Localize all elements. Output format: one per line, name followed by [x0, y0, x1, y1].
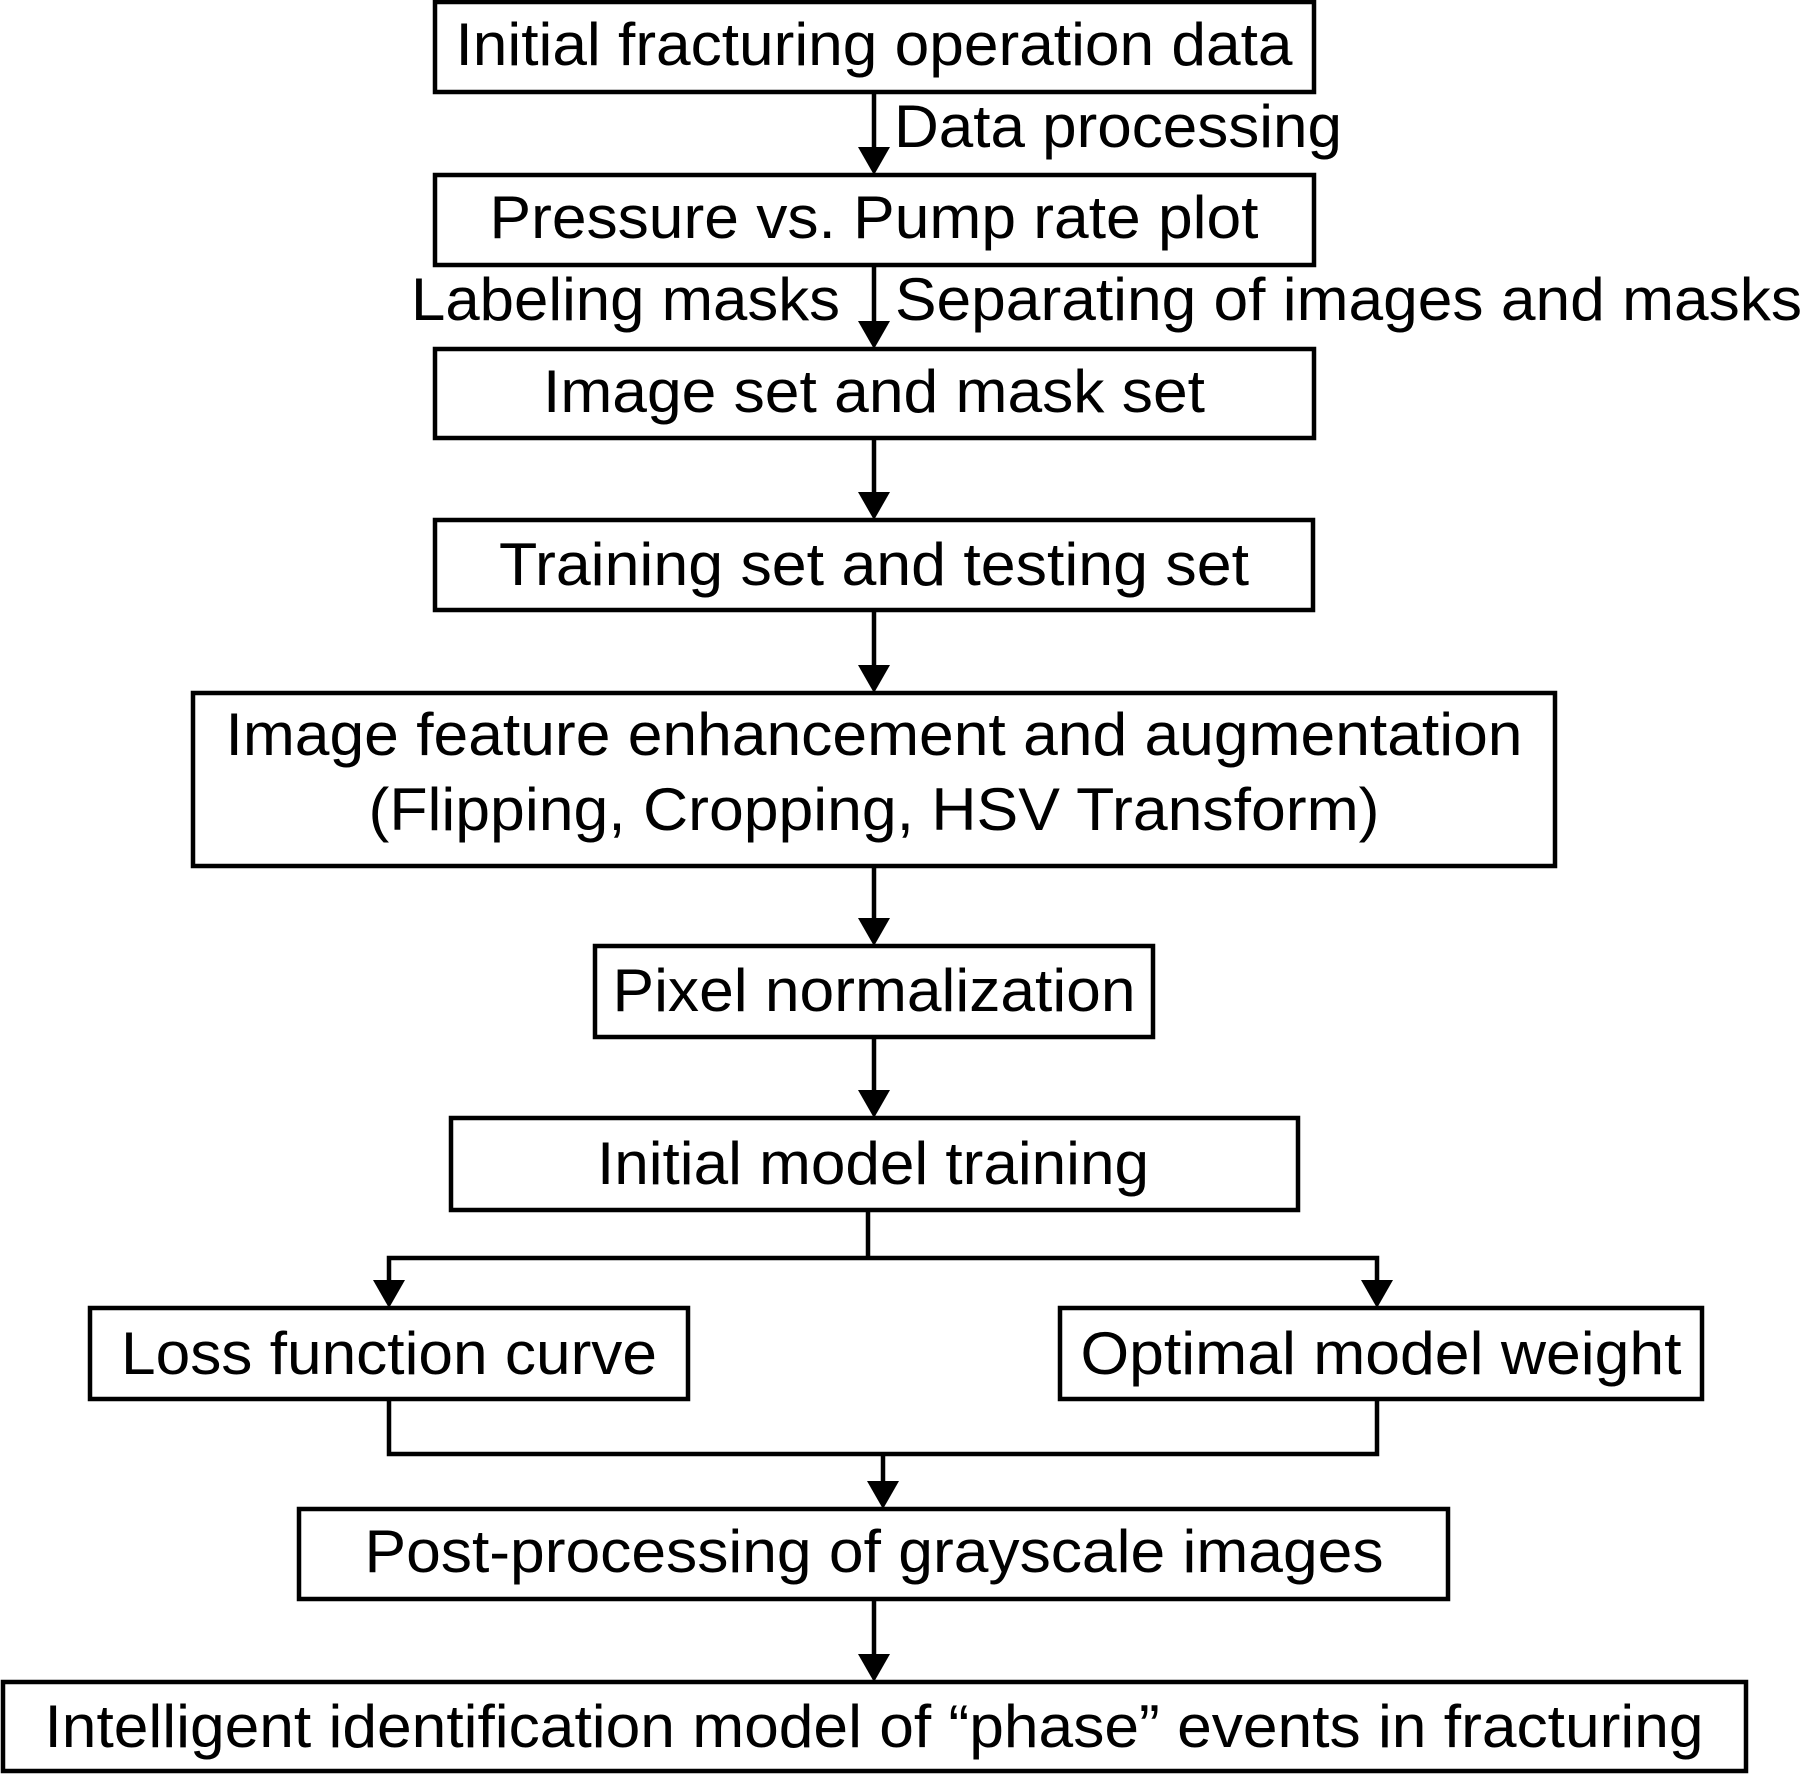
node-label: Loss function curve [121, 1320, 657, 1387]
arrow-normalization-to-training [858, 1037, 890, 1118]
arrowhead-icon [858, 321, 890, 349]
node-label-line1: Image feature enhancement and augmentati… [226, 701, 1523, 768]
arrow-imageset-to-trainset [858, 438, 890, 520]
arrowhead-icon [1361, 1280, 1393, 1308]
edge-label-labeling-masks: Labeling masks [411, 266, 840, 333]
node-label: Initial model training [597, 1130, 1149, 1197]
arrowhead-icon [858, 147, 890, 175]
node-box [592, 943, 1156, 1040]
arrowhead-icon [858, 665, 890, 693]
node-final-model: Intelligent identification model of “pha… [0, 1679, 1749, 1774]
arrowhead-icon [858, 1654, 890, 1682]
node-label: Pressure vs. Pump rate plot [490, 184, 1259, 251]
arrow-postprocessing-to-final [858, 1599, 890, 1682]
node-enhancement: Image feature enhancement and augmentati… [190, 690, 1558, 869]
edge-label-separating: Separating of images and masks [895, 266, 1802, 333]
node-label: Image set and mask set [543, 358, 1205, 425]
node-initial-training: Initial model training [448, 1115, 1301, 1213]
arrow-initial-to-pressure [858, 92, 890, 175]
node-label: Initial fracturing operation data [456, 11, 1294, 78]
node-label: Intelligent identification model of “pha… [45, 1693, 1704, 1760]
node-label-line2: (Flipping, Cropping, HSV Transform) [369, 776, 1380, 843]
node-pixel-normalization: Pixel normalization [592, 943, 1156, 1040]
node-box [432, 0, 1317, 95]
arrowhead-icon [373, 1280, 405, 1308]
node-box [87, 1305, 691, 1402]
arrowhead-icon [858, 918, 890, 946]
node-box [432, 172, 1317, 268]
node-box [448, 1115, 1301, 1213]
merge-outputs-to-postprocessing [386, 1399, 1380, 1509]
arrowhead-icon [867, 1481, 899, 1509]
node-initial-data: Initial fracturing operation data [432, 0, 1317, 95]
arrow-pressure-to-imageset [858, 265, 890, 349]
merge-bar [386, 1399, 1380, 1457]
node-pressure-plot: Pressure vs. Pump rate plot [432, 172, 1317, 268]
arrowhead-icon [858, 1090, 890, 1118]
node-optimal-weight: Optimal model weight [1057, 1305, 1705, 1402]
node-label: Training set and testing set [499, 531, 1249, 598]
node-label: Pixel normalization [613, 957, 1136, 1024]
arrow-enhancement-to-normalization [858, 866, 890, 946]
node-train-test-set: Training set and testing set [432, 517, 1316, 613]
edge-label-data-processing: Data processing [894, 93, 1342, 160]
node-box [0, 1679, 1749, 1774]
split-bar [386, 1255, 1380, 1283]
node-box [432, 517, 1316, 613]
arrowhead-icon [858, 492, 890, 520]
node-label: Post-processing of grayscale images [365, 1518, 1384, 1585]
node-box [1057, 1305, 1705, 1402]
node-box [296, 1506, 1451, 1602]
node-image-mask-set: Image set and mask set [432, 346, 1317, 441]
node-label: Optimal model weight [1081, 1320, 1682, 1387]
node-post-processing: Post-processing of grayscale images [296, 1506, 1451, 1602]
split-training-to-outputs [373, 1210, 1393, 1308]
arrow-trainset-to-enhancement [858, 610, 890, 693]
node-loss-curve: Loss function curve [87, 1305, 691, 1402]
